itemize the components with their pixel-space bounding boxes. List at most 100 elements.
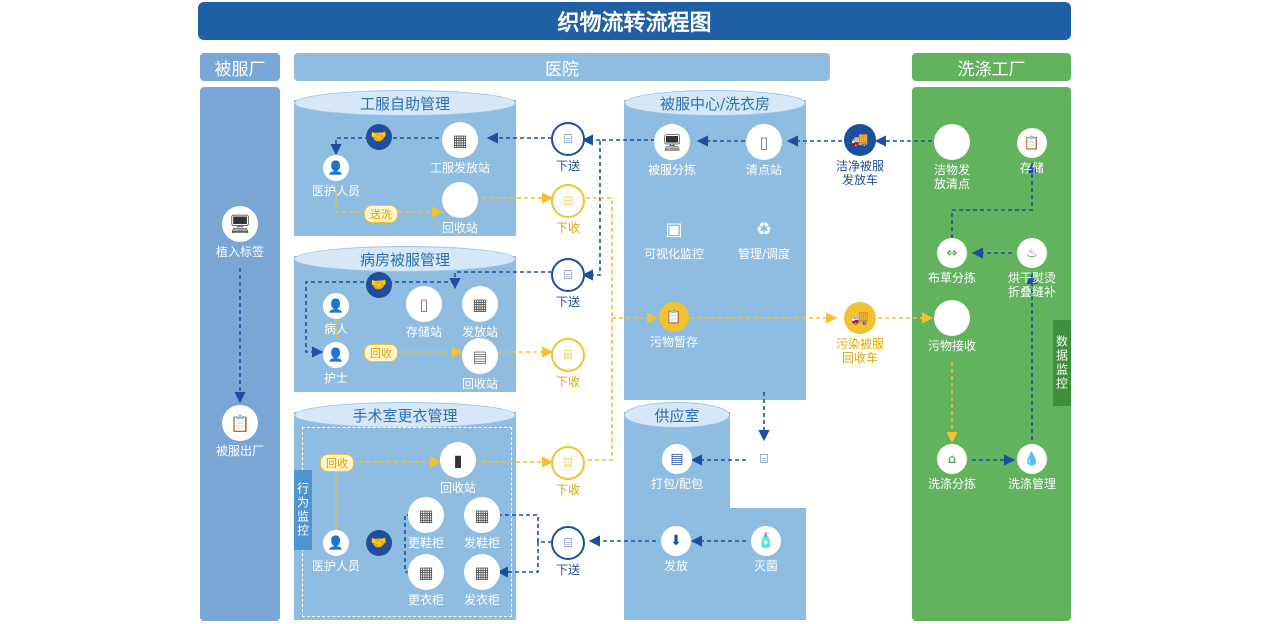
scanner-icon: ⌸	[551, 258, 585, 292]
section-laundry-header: 洗涤工厂	[912, 53, 1071, 81]
node-supply-dispatch-in: ⌸ 发放	[744, 444, 784, 491]
node-clean-truck: 🚚 洁净被服 发放车	[828, 124, 892, 187]
node-surgery-staff: 👤 医护人员	[306, 530, 366, 573]
node-staff-return: 回收站	[432, 182, 488, 235]
arrow-send-trunk	[581, 139, 655, 281]
arrow-recv-trunk	[586, 197, 655, 461]
truck-icon: 🚚	[844, 302, 876, 334]
swap-arrows-icon: ⇔	[937, 238, 967, 268]
node-send3: ⌸ 下送	[548, 526, 588, 577]
arrow-send2-to-dispatch	[449, 271, 552, 290]
node-nurse: 👤 护士	[312, 342, 360, 385]
water-drop-icon: 💧	[1017, 444, 1047, 474]
node-factory-out: 📋 被服出厂	[212, 405, 268, 458]
scanner-icon: ⌸	[551, 122, 585, 156]
handoff-icon: 🤝	[366, 124, 392, 150]
node-tag: 🖥 植入标签	[212, 206, 268, 259]
warehouse-icon: ⌂	[937, 444, 967, 474]
node-wash-manage: 💧 洗涤管理	[1004, 444, 1060, 491]
data-monitor-tab: 数据监控	[1053, 320, 1071, 406]
node-shoe-change: ▦ 更鞋柜	[396, 497, 456, 550]
node-patient: 👤 病人	[312, 293, 360, 336]
handoff-icon: 🤝	[366, 530, 392, 556]
node-storage: ▯ 存储站	[400, 286, 448, 339]
node-recv3: ⌸ 下收	[548, 446, 588, 497]
node-sterilize: 🧴 灭菌	[746, 526, 786, 573]
person-icon: 👤	[323, 155, 349, 181]
locker-icon: ▦	[462, 286, 498, 322]
node-supply-dispatch: ⬇ 发放	[656, 526, 696, 573]
node-dirty-recv: 污物接收	[922, 300, 982, 353]
node-linen-sort: ⇔ 布草分拣	[922, 238, 982, 285]
dirty-receive-icon	[934, 300, 970, 336]
behavior-monitor-tab: 行为监控	[294, 470, 312, 550]
package-icon: ▤	[662, 444, 692, 474]
storage-cabinet-icon: ▯	[406, 286, 442, 322]
monitor-icon: 🖥	[222, 206, 258, 242]
node-visual: ▣ 可视化监控	[640, 214, 708, 262]
arrow-send3-to-lockers	[500, 514, 552, 572]
locker-icon: ▦	[408, 554, 444, 590]
node-pack: ▤ 打包/配包	[644, 444, 710, 491]
node-cloth-change: ▦ 更衣柜	[396, 554, 456, 607]
center-title: 被服中心/洗衣房	[624, 90, 806, 116]
clipboard-icon: 📋	[1017, 128, 1047, 158]
page-title: 织物流转流程图	[198, 2, 1071, 40]
recycle-icon: ♻	[755, 218, 773, 240]
return-station-icon: ▮	[440, 442, 476, 478]
node-sorting: 🖥 被服分拣	[642, 124, 702, 177]
node-dirty-truck: 🚚 污染被服 回收车	[828, 302, 892, 365]
nurse-icon: 👤	[323, 342, 349, 368]
node-clean-count: 洁物发 放清点	[924, 124, 980, 191]
wash-pill: 送洗	[364, 205, 398, 223]
node-recv1: ⌸ 下收	[548, 184, 588, 235]
clipboard-icon: 📋	[222, 405, 258, 441]
node-cloth-dispatch: ▦ 发衣柜	[452, 554, 512, 607]
truck-icon: 🚚	[844, 124, 876, 156]
iron-icon: ♨	[1017, 238, 1047, 268]
scanner-icon: ⌸	[749, 444, 779, 474]
section-hospital-header: 医院	[294, 53, 830, 81]
node-staff: 👤 医护人员	[306, 155, 366, 198]
node-shoe-dispatch: ▦ 发鞋柜	[452, 497, 512, 550]
arrow-surgery-return	[335, 456, 442, 530]
section-factory-header: 被服厂	[200, 53, 280, 81]
surgery-return-pill: 回收	[320, 454, 354, 472]
arrow-staff-wash	[335, 190, 444, 218]
node-counting: ▯ 清点站	[734, 124, 794, 177]
terminal-icon: 🖥	[654, 124, 690, 160]
patient-icon: 👤	[323, 293, 349, 319]
node-ward-dispatch: ▦ 发放站	[456, 286, 504, 339]
node-iron: ♨ 烘干熨烫 折叠缝补	[1004, 238, 1060, 299]
locker-icon: ▦	[442, 122, 478, 158]
download-icon: ⬇	[661, 526, 691, 556]
node-send2: ⌸ 下送	[548, 258, 588, 309]
counting-machine-icon: ▯	[746, 124, 782, 160]
clipboard-icon: 📋	[659, 302, 689, 332]
node-surgery-return: ▮ 回收站	[430, 442, 486, 495]
node-manage: ♻ 管理/调度	[728, 214, 800, 262]
monitor-chart-icon: ▣	[665, 218, 683, 240]
node-wash-sort: ⌂ 洗涤分拣	[922, 444, 982, 491]
return-station-icon: ▤	[462, 338, 498, 374]
arrow-ward-to-patient	[305, 281, 455, 358]
node-recv2: ⌸ 下收	[548, 338, 588, 389]
ward-return-pill: 回收	[364, 344, 398, 362]
arrow-linen-to-storage	[951, 161, 1038, 238]
locker-icon: ▦	[408, 497, 444, 533]
clean-count-icon	[934, 124, 970, 160]
scanner-icon: ⌸	[551, 526, 585, 560]
surgery-title: 手术室更衣管理	[294, 402, 516, 428]
ward-title: 病房被服管理	[294, 246, 516, 272]
arrow-station-to-staff	[330, 137, 446, 156]
node-staff-dispatch: ▦ 工服发放站	[430, 122, 490, 175]
locker-icon: ▦	[464, 497, 500, 533]
locker-icon: ▦	[464, 554, 500, 590]
spray-bottle-icon: 🧴	[751, 526, 781, 556]
scanner-icon: ⌸	[551, 184, 585, 218]
laundry-panel	[912, 87, 1071, 621]
supply-title: 供应室	[624, 402, 730, 428]
node-ward-return: ▤ 回收站	[456, 338, 504, 391]
node-laundry-storage: 📋 存储	[1012, 128, 1052, 175]
handoff-icon: 🤝	[366, 272, 392, 298]
